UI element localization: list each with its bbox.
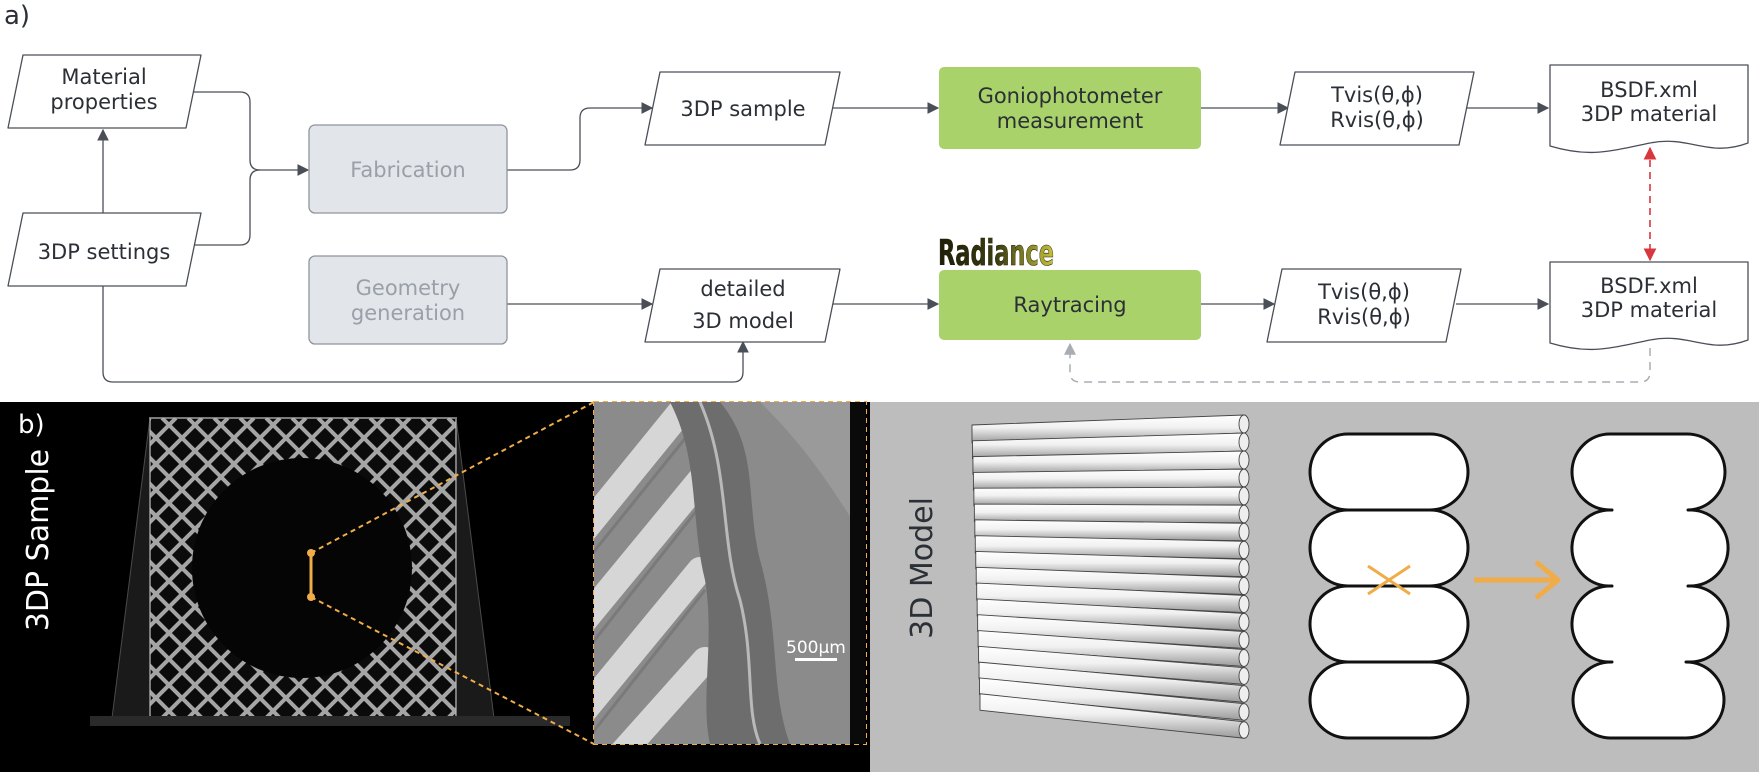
- rod-end: [1238, 486, 1250, 506]
- material-properties-line1: Material: [61, 65, 146, 89]
- lattice-strand: [150, 418, 282, 551]
- detailed-model-line1: detailed: [700, 277, 785, 301]
- cross-section-before: [1308, 432, 1470, 740]
- lattice-strand: [316, 418, 456, 559]
- transform-arrow-head: [1534, 560, 1561, 600]
- sample-node: 3DP sample: [644, 71, 841, 146]
- lattice-strand: [150, 418, 308, 577]
- lattice-strand: [342, 418, 456, 533]
- settings-text: 3DP settings: [38, 240, 171, 264]
- rod-end: [1238, 576, 1250, 596]
- callout-point-top: [307, 549, 315, 557]
- rod-end: [1238, 414, 1250, 434]
- lattice-strand: [394, 655, 456, 718]
- lattice-strand: [394, 418, 456, 481]
- goniophotometer-line2: measurement: [997, 109, 1144, 133]
- geometry-generation-line2: generation: [351, 301, 465, 325]
- lattice-strand: [150, 637, 230, 718]
- connectors: [97, 91, 1550, 383]
- overlap-cross-icon: [1367, 564, 1411, 596]
- goniophotometer-line1: Goniophotometer: [978, 84, 1163, 108]
- rod-end: [1238, 613, 1250, 631]
- sem-image: [594, 402, 866, 744]
- sample-vertical-label: 3DP Sample: [21, 449, 56, 631]
- lattice-strand: [150, 663, 204, 718]
- sample-text: 3DP sample: [680, 97, 805, 121]
- rod: [973, 486, 1245, 507]
- bsdf-bottom-line1: BSDF.xml: [1600, 274, 1698, 298]
- panel-b-label: b): [18, 410, 45, 440]
- panel-a-label: a): [4, 1, 30, 31]
- lattice-strand: [342, 603, 456, 718]
- fabrication-text: Fabrication: [350, 158, 465, 182]
- cross-section-after: [1570, 432, 1730, 740]
- rod-end: [1238, 631, 1250, 649]
- raytracing-text: Raytracing: [1013, 293, 1126, 317]
- lattice-strand: [150, 585, 282, 718]
- printed-sample: [90, 417, 570, 726]
- lattice-strand: [316, 577, 456, 718]
- rod-end: [1238, 540, 1250, 560]
- feedback-arrow: [1064, 342, 1651, 383]
- rod-end: [1238, 703, 1250, 721]
- fabrication-node: Fabrication: [308, 124, 508, 214]
- rvis-bottom: Rvis(θ,ϕ): [1317, 305, 1411, 329]
- tvis-top: Tvis(θ,ϕ): [1330, 83, 1423, 107]
- rvis-top: Rvis(θ,ϕ): [1330, 108, 1424, 132]
- settings-node: 3DP settings: [7, 212, 202, 287]
- rods-render: [971, 414, 1250, 739]
- rod-end: [1238, 721, 1250, 739]
- lattice-strand: [150, 418, 256, 525]
- rod-end: [1238, 594, 1250, 614]
- rod-end: [1238, 450, 1250, 470]
- lattice-strand: [368, 629, 456, 718]
- bsdf-bottom-node: BSDF.xml 3DP material: [1549, 261, 1749, 351]
- radiance-logo: Radiance: [938, 233, 1055, 275]
- geometry-generation-line1: Geometry: [356, 276, 461, 300]
- detailed-model-node: detailed 3D model: [644, 268, 841, 343]
- rod-end: [1238, 522, 1250, 542]
- tvis-bottom: Tvis(θ,ϕ): [1317, 280, 1410, 304]
- radiance-logo-text: Radiance: [938, 233, 1054, 274]
- rod-end: [1238, 558, 1250, 578]
- material-properties-node: Material properties: [7, 54, 202, 129]
- goniophotometer-node: Goniophotometer measurement: [939, 67, 1201, 149]
- model-vertical-label: 3D Model: [905, 497, 940, 639]
- scale-bar-label: 500μm: [786, 638, 846, 658]
- raytracing-node: Raytracing: [939, 270, 1201, 340]
- tvis-rvis-top-node: Tvis(θ,ϕ) Rvis(θ,ϕ): [1279, 71, 1475, 146]
- rod-end: [1238, 504, 1250, 524]
- lattice-strand: [368, 418, 456, 507]
- lattice-strand: [150, 611, 256, 718]
- rod-end: [1238, 468, 1250, 488]
- bsdf-bottom-line2: 3DP material: [1581, 298, 1718, 322]
- rod-end: [1238, 432, 1250, 452]
- bsdf-top-node: BSDF.xml 3DP material: [1549, 64, 1749, 154]
- callout-point-bottom: [307, 593, 315, 601]
- geometry-generation-node: Geometry generation: [308, 255, 508, 345]
- rod-end: [1238, 649, 1250, 667]
- rod-end: [1238, 685, 1250, 703]
- lattice-strand: [150, 418, 230, 499]
- bsdf-top-line1: BSDF.xml: [1600, 78, 1698, 102]
- material-properties-line2: properties: [50, 90, 157, 114]
- detailed-model-line2: 3D model: [692, 309, 794, 333]
- rod-end: [1238, 667, 1250, 685]
- tvis-rvis-bottom-node: Tvis(θ,ϕ) Rvis(θ,ϕ): [1266, 268, 1462, 343]
- lattice-strand: [150, 418, 204, 473]
- bsdf-top-line2: 3DP material: [1581, 102, 1718, 126]
